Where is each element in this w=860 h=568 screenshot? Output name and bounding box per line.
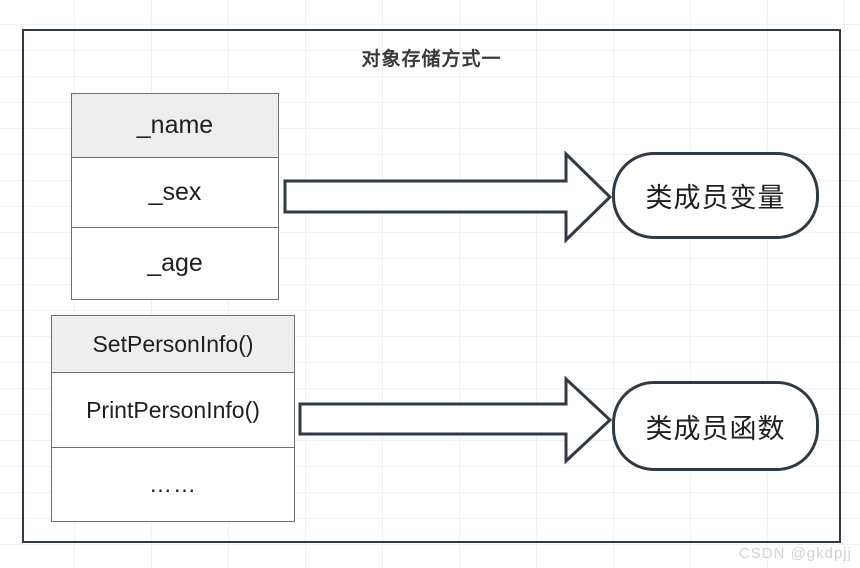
callout-label: 类成员变量 [645, 183, 786, 213]
arrow-to-member-functions-icon [298, 375, 613, 465]
member-variable-name-cell: _name [136, 111, 214, 139]
table-row: PrintPersonInfo() [51, 373, 295, 448]
class-member-functions-table: SetPersonInfo() PrintPersonInfo() …… [51, 315, 295, 522]
member-variable-age-cell: _age [147, 249, 203, 277]
callout-label: 类成员函数 [645, 413, 786, 444]
member-function-printpersoninfo-cell: PrintPersonInfo() [86, 396, 260, 423]
arrow-to-member-variables-icon [283, 150, 613, 244]
callout-class-member-functions: 类成员函数 [612, 381, 819, 471]
outer-frame-box [22, 29, 841, 543]
table-row: _age [71, 228, 279, 300]
page-title: 对象存储方式一 [361, 49, 502, 70]
callout-class-member-variables: 类成员变量 [612, 152, 819, 239]
class-member-variables-table: _name _sex _age [71, 93, 279, 300]
member-function-ellipsis-cell: …… [149, 471, 197, 497]
member-function-setpersoninfo-cell: SetPersonInfo() [92, 330, 254, 357]
table-row: SetPersonInfo() [51, 315, 295, 373]
watermark-text: CSDN @gkdpjj [738, 545, 852, 562]
table-row: …… [51, 448, 295, 522]
member-variable-sex-cell: _sex [148, 178, 202, 206]
table-row: _name [71, 93, 279, 158]
table-row: _sex [71, 158, 279, 228]
